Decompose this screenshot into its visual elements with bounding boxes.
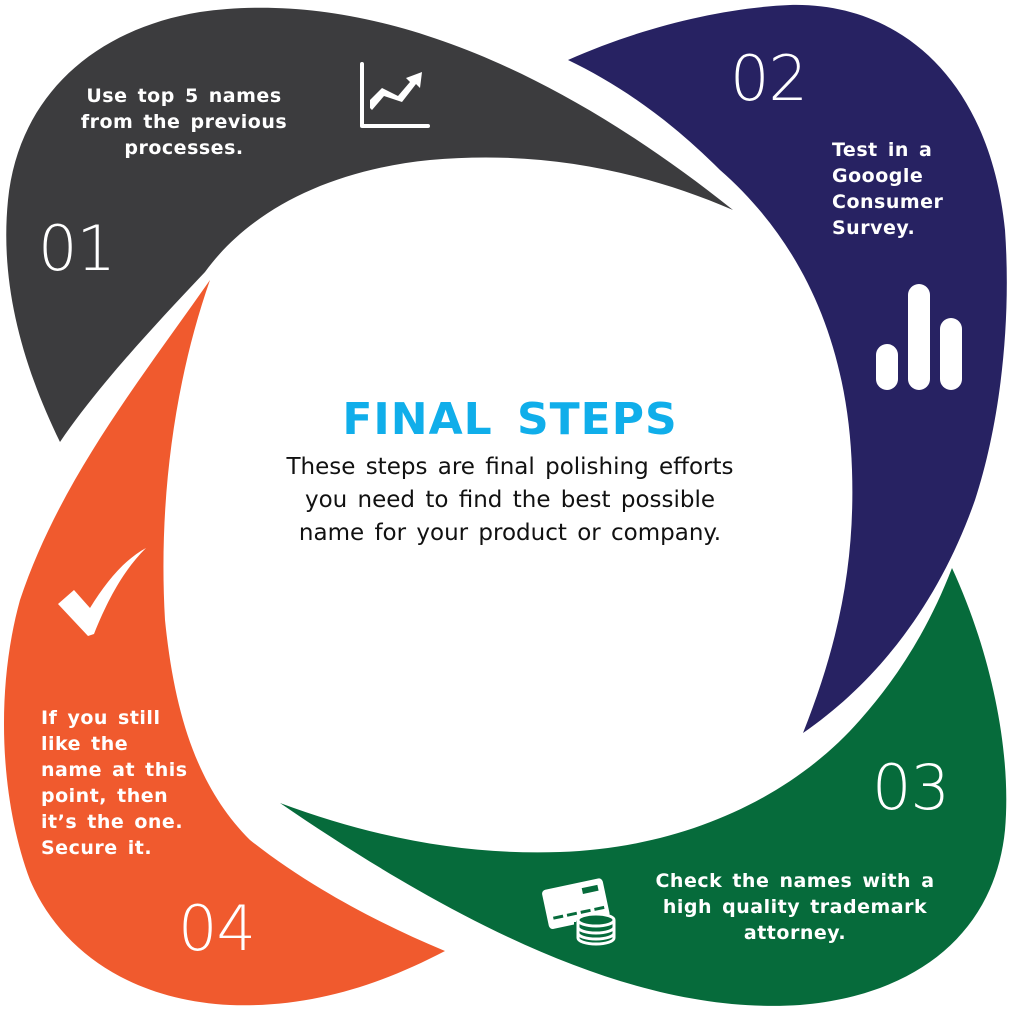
step-1-number: 01 xyxy=(38,212,116,285)
credit-card-coins-icon xyxy=(542,878,618,946)
step-3-number: 03 xyxy=(872,751,950,824)
step-2-line: Survey. xyxy=(832,217,916,239)
step-4-line: If you still xyxy=(41,707,161,729)
step-2-line: Test in a xyxy=(832,139,933,161)
step-2-line: Gooogle xyxy=(832,165,924,187)
step-1-line: from the previous xyxy=(80,111,288,133)
step-3-line: Check the names with a xyxy=(655,870,935,892)
step-1-line: Use top 5 names xyxy=(86,85,282,107)
step-4-petal xyxy=(3,280,446,1006)
step-3-petal xyxy=(280,568,1007,1006)
step-1-petal xyxy=(6,7,733,442)
bar-chart-icon xyxy=(876,284,962,390)
step-4-line: name at this xyxy=(41,759,188,781)
step-4-number: 04 xyxy=(178,892,256,965)
step-2-petal xyxy=(568,4,1007,733)
step-2-number: 02 xyxy=(730,42,808,115)
step-3-line: attorney. xyxy=(743,922,847,944)
step-4-line: point, then xyxy=(41,785,169,807)
step-2-line: Consumer xyxy=(832,191,944,213)
checkmark-icon xyxy=(58,548,146,636)
step-1-line: processes. xyxy=(124,137,244,159)
center-description: These steps are final polishing efforts … xyxy=(286,454,734,546)
step-1-description: Use top 5 names from the previous proces… xyxy=(64,83,304,161)
line-chart-trending-up-icon xyxy=(360,62,430,128)
step-4-line: Secure it. xyxy=(41,837,153,859)
step-3-line: high quality trademark xyxy=(662,896,928,918)
step-4-line: like the xyxy=(41,733,129,755)
step-4-description: If you still like the name at this point… xyxy=(41,705,221,861)
step-4-line: it’s the one. xyxy=(41,811,184,833)
step-3-description: Check the names with a high quality trad… xyxy=(640,868,950,946)
center-title: FINAL STEPS xyxy=(342,394,678,445)
step-2-description: Test in a Gooogle Consumer Survey. xyxy=(832,137,992,241)
